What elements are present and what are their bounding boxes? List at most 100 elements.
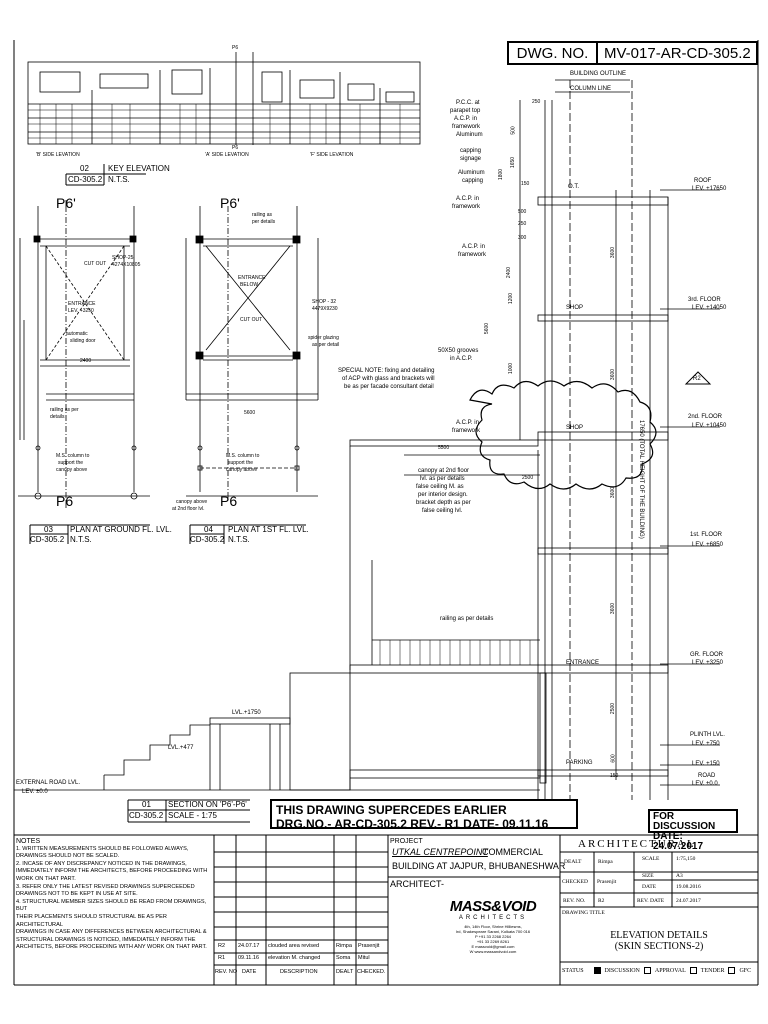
supersede-line-2: DRG.NO.- AR-CD-305.2 REV.- R1 DATE- 09.1… [276, 817, 549, 831]
spider-glazing-label-2: as per detail [312, 342, 340, 348]
drawing-title-line-1: ELEVATION DETAILS [610, 930, 708, 941]
discussion-date: DATE: 24.07.2017 [653, 831, 704, 852]
firm-logo-sub: ARCHITECTS [458, 915, 528, 921]
note-line: DRAWINGS SHOULD NOT BE SCALED. [16, 853, 120, 860]
annotation: framework [452, 428, 481, 434]
firm-phone-2: +91 33 2269 8261 [476, 939, 510, 944]
note-line: STRUCTURAL DRAWINGS IS NOTICED, IMMEDIAT… [16, 936, 196, 943]
status-tender-checkbox[interactable] [689, 967, 697, 974]
annotation: Aluminum [458, 170, 485, 176]
date-label: DATE [642, 884, 657, 890]
dimension: 1800 [498, 168, 505, 181]
plan-04-title: PLAN AT 1ST FL. LVL. [228, 525, 309, 534]
scale-label: SCALE [642, 856, 660, 862]
rev-desc: elevation M. changed [268, 955, 321, 961]
cut-out-label: CUT OUT [240, 317, 263, 323]
parking-label: PARKING [566, 760, 593, 766]
canopy-label-2: at 2nd floor lvl. [172, 506, 205, 512]
level-value: LEV. +750 [692, 741, 720, 747]
ms-column-label: M.S. column to [226, 453, 260, 459]
annotation: A.C.P. in [456, 196, 479, 202]
key-elevation-title: KEY ELEVATION [108, 164, 170, 173]
status-label: STATUS [562, 967, 584, 974]
rev-no: R2 [218, 943, 226, 949]
dimension: 3600 [610, 368, 617, 381]
status-approval: APPROVAL [654, 967, 686, 974]
plan-03-ref: CD-305.2 [30, 535, 65, 544]
ms-column-label-3: canopy above [56, 467, 88, 473]
railing-label: railing as per [50, 407, 79, 413]
status-gfc: GFC [739, 967, 752, 974]
status-discussion-checkbox[interactable] [593, 967, 601, 974]
railing-label-2: per details [252, 219, 276, 225]
drawing-title-label: DRAWING TITLE [562, 910, 605, 916]
discipline: ARCHITECTURAL [578, 838, 696, 850]
key-elevation-ref: CD-305.2 [68, 175, 103, 184]
note-line: WORK ON THAT PART. [16, 875, 76, 882]
f-side-label: 'F' SIDE LEVATION [310, 152, 354, 158]
supersede-notice: THIS DRAWING SUPERCEDES EARLIER DRG.NO.-… [270, 799, 578, 831]
rev-date-value: 24.07.2017 [676, 898, 701, 904]
canopy-label: canopy above [176, 499, 208, 505]
shop-area: 4274X10805 [112, 262, 141, 268]
annotation: Aluminum [456, 132, 483, 138]
note-line: 1. WRITTEN MEASUREMENTS SHOULD BE FOLLOW… [16, 845, 189, 852]
dimension: 3600 [610, 246, 617, 259]
p6-prime-marker: P6' [56, 195, 76, 211]
level-name: 2nd. FLOOR [688, 414, 723, 420]
level-value: LEV. +10450 [692, 423, 727, 429]
scale-value: 1:75,150 [676, 856, 696, 862]
dimension: 1200 [508, 292, 515, 305]
section-scale: SCALE - 1:75 [168, 811, 217, 820]
entrance-label: ENTRANCE [68, 301, 96, 307]
note-line: 2. INCASE OF ANY DISCREPANCY NOTICED IN … [16, 860, 187, 867]
b-side-label: 'B' SIDE LEVATION [36, 152, 80, 158]
rev-header: CHECKED. [357, 969, 386, 975]
rev-header: REV. NO [215, 969, 238, 975]
rev-desc: clouded area revised [268, 943, 320, 949]
special-note-3: be as per facade consultant detail [344, 384, 434, 390]
annotation: parapet top [450, 108, 481, 114]
discussion-stamp: FOR DISCUSSION DATE: 24.07.2017 [648, 809, 738, 852]
date-value: 19.08.2016 [676, 884, 701, 890]
special-note-2: of ACP with glass and brackets will [342, 376, 435, 382]
dimension: 2500 [522, 475, 534, 481]
level-value: LEV. +17650 [692, 186, 727, 192]
status-tender: TENDER [700, 967, 725, 974]
annotation: P.C.C. at [456, 100, 480, 106]
rev-header: DATE [242, 969, 257, 975]
railing-label-2: details [50, 414, 65, 420]
plan-03-title: PLAN AT GROUND FL. LVL. [70, 525, 172, 534]
status-approval-checkbox[interactable] [643, 967, 651, 974]
annotation: 50X50 grooves [438, 348, 479, 354]
dimension: 250 [518, 221, 527, 227]
plan-04-scale: N.T.S. [228, 535, 250, 544]
status-discussion: DISCUSSION [604, 967, 640, 974]
annotation: per interior design. [418, 492, 468, 498]
level-name: PLINTH LVL. [690, 732, 725, 738]
project-label: PROJECT [390, 838, 423, 845]
note-line: DRAWINGS IN CASE ANY DIFFERENCES BETWEEN… [16, 929, 207, 936]
entrance-level: LEV. +3250 [68, 308, 94, 314]
level-name: ROAD [698, 773, 716, 779]
size-label: SIZE [642, 873, 654, 879]
status-gfc-checkbox[interactable] [728, 967, 736, 974]
rev-dealt: Soma [336, 955, 351, 961]
rev-header: DESCRIPTION [280, 969, 318, 975]
section-number: 01 [142, 800, 151, 809]
sliding-door-label-2: sliding door [70, 338, 96, 344]
annotation: lvl. as per details [420, 476, 465, 482]
level-name: GR. FLOOR [690, 652, 724, 658]
shop-area: 4479X9230 [312, 306, 338, 312]
p6-marker: P6 [220, 493, 238, 509]
drawing-title: ELEVATION DETAILS (SKIN SECTIONS-2) [560, 930, 758, 952]
drawing-number-box: DWG. NO. MV-017-AR-CD-305.2 [507, 41, 758, 65]
railing-label: railing as per details [440, 616, 494, 622]
note-line: DRAWINGS NOT TO BE KEPT IN USE AT SITE. [16, 891, 138, 898]
level-tag: LVL.+1750 [232, 710, 261, 716]
note-line: 4. STRUCTURAL MEMBER SIZES SHOULD BE REA… [16, 898, 207, 913]
railing-label: railing as [252, 212, 273, 218]
level-value: LEV. +3250 [692, 660, 723, 666]
dimension: 3600 [610, 486, 617, 499]
rev-date-label: REV. DATE [637, 898, 665, 904]
